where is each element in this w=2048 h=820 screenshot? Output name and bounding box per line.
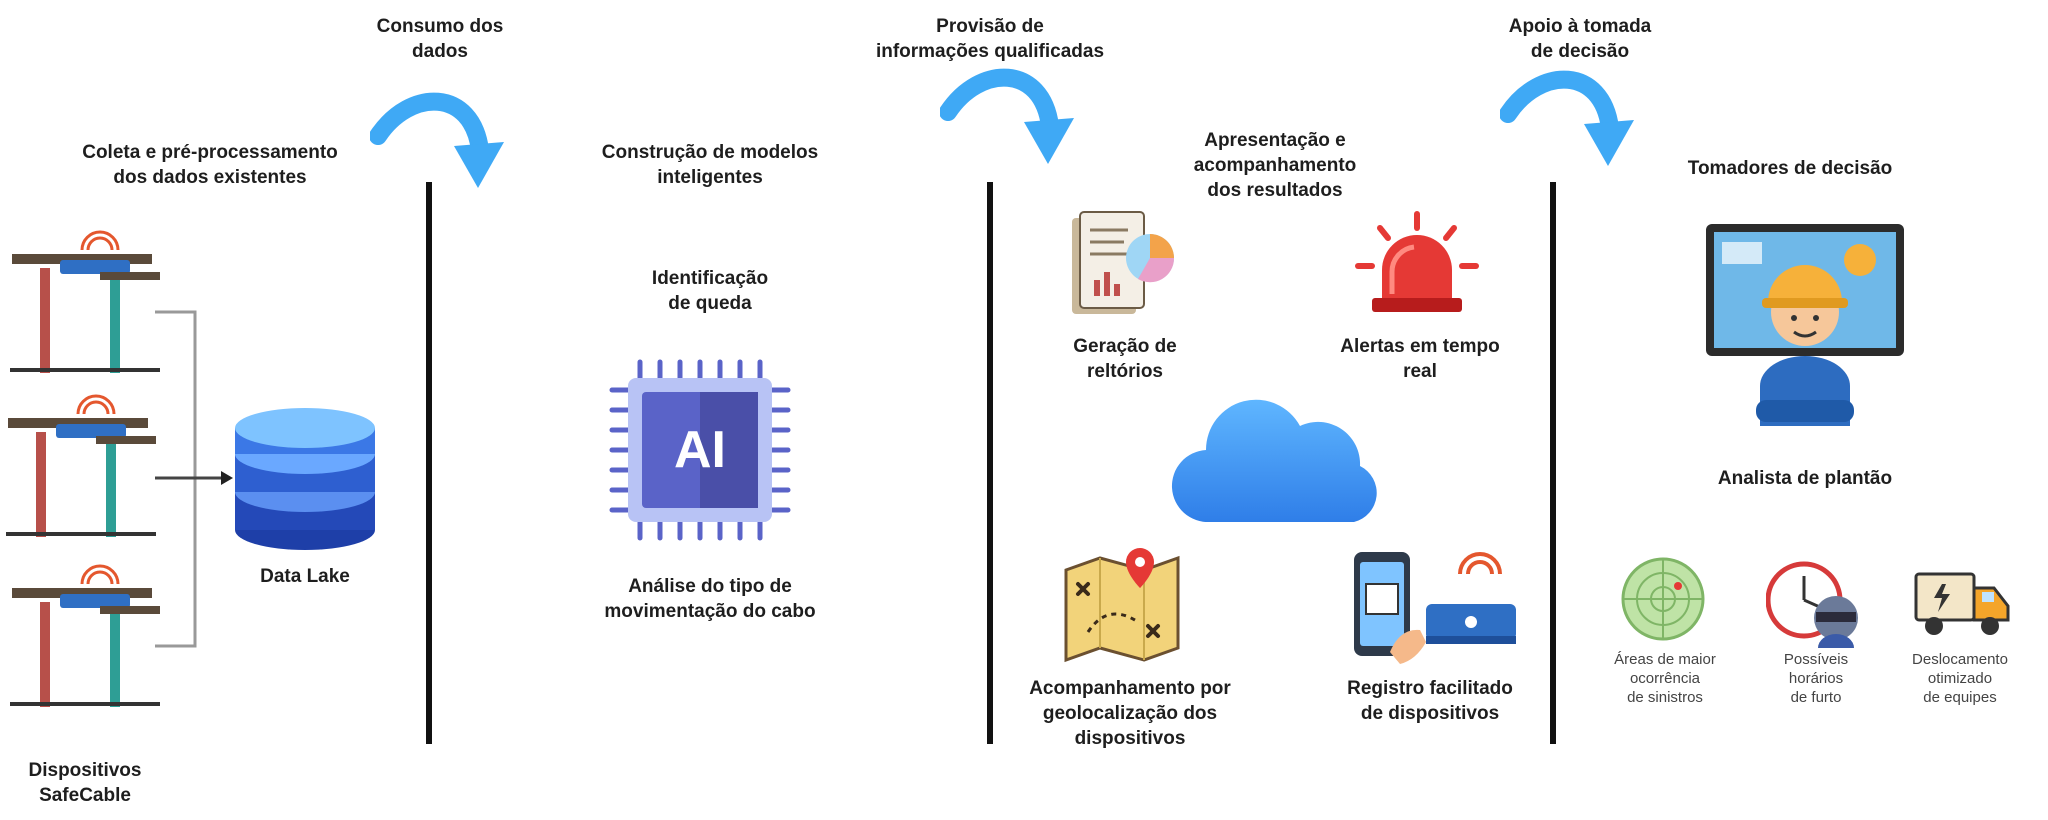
stage-collect-title-line-2: dos dados existentes (113, 167, 307, 188)
ai-chip-label: AI (674, 421, 726, 479)
stage-models-title-line-2: inteligentes (657, 167, 763, 188)
fall-detection-line-2: de queda (668, 293, 752, 314)
report-chart-icon (1068, 210, 1178, 320)
cable-motion-line-2: movimentação do cabo (604, 601, 816, 622)
transmission-tower-icon (10, 562, 160, 712)
reports-label-line-1: Geração de (1073, 336, 1177, 357)
stage-models-title: Construção de modelos inteligentes (560, 140, 860, 190)
divider-2 (987, 182, 993, 744)
stage-decision-title: Tomadores de decisão (1687, 158, 1893, 179)
device-register-label: Registro facilitado de dispositivos (1310, 676, 1550, 726)
geolocation-label-line-1: Acompanhamento por (1029, 678, 1231, 699)
database-icon (225, 400, 385, 560)
teams-label: Deslocamento otimizado de equipes (1890, 650, 2030, 707)
truck-icon (1912, 566, 2012, 642)
phone-device-icon (1350, 548, 1520, 668)
devices-label-line-1: Dispositivos (28, 760, 142, 781)
transition-provision-line-2: informações qualificadas (875, 41, 1105, 62)
thief-clock-icon (1766, 560, 1866, 650)
teams-label-line-3: de equipes (1923, 689, 1997, 706)
data-lake-label: Data Lake (260, 566, 350, 587)
alerts-label-line-1: Alertas em tempo (1340, 336, 1500, 357)
hours-label-line-3: de furto (1790, 689, 1842, 706)
transition-provision-line-1: Provisão de (936, 16, 1044, 37)
transition-provision-label: Provisão de informações qualificadas (855, 14, 1125, 64)
transition-consumption-label: Consumo dos dados (330, 14, 550, 64)
stage-presentation-title-line-3: dos resultados (1207, 180, 1343, 201)
areas-label-line-2: ocorrência (1629, 670, 1701, 687)
analyst-label: Analista de plantão (1717, 468, 1893, 489)
device-register-label-line-2: de dispositivos (1360, 703, 1500, 724)
stage-models-title-line-1: Construção de modelos (601, 142, 819, 163)
curved-arrow-icon (370, 92, 510, 197)
connector-bracket (155, 310, 235, 650)
alerts-label: Alertas em tempo real (1320, 334, 1520, 384)
geolocation-label-line-3: dispositivos (1074, 728, 1186, 749)
transition-support-label: Apoio à tomada de decisão (1460, 14, 1700, 64)
transition-consumption-line-1: Consumo dos (376, 16, 504, 37)
reports-label: Geração de reltórios (1040, 334, 1210, 384)
stage-collect-title: Coleta e pré-processamento dos dados exi… (40, 140, 380, 190)
divider-1 (426, 182, 432, 744)
areas-label-line-1: Áreas de maior (1614, 651, 1716, 668)
hours-label-line-1: Possíveis (1783, 651, 1849, 668)
map-pin-icon (1058, 540, 1188, 670)
stage-presentation-title-line-2: acompanhamento (1193, 155, 1357, 176)
alerts-label-line-2: real (1403, 361, 1437, 382)
analyst-worker-icon (1700, 220, 1910, 430)
areas-label-line-3: de sinistros (1627, 689, 1703, 706)
transmission-tower-icon (6, 392, 156, 542)
transition-consumption-line-2: dados (412, 41, 468, 62)
curved-arrow-icon (1500, 70, 1640, 175)
hours-label: Possíveis horários de furto (1756, 650, 1876, 707)
fall-detection-label: Identificação de queda (610, 266, 810, 316)
geolocation-label: Acompanhamento por geolocalização dos di… (1000, 676, 1260, 751)
device-register-label-line-1: Registro facilitado (1347, 678, 1513, 699)
cable-motion-label: Análise do tipo de movimentação do cabo (560, 574, 860, 624)
teams-label-line-1: Deslocamento (1912, 651, 2008, 668)
cable-motion-line-1: Análise do tipo de (628, 576, 792, 597)
siren-icon (1352, 210, 1482, 320)
fall-detection-line-1: Identificação (651, 268, 769, 289)
transition-support-line-2: de decisão (1530, 41, 1630, 62)
curved-arrow-icon (940, 68, 1080, 173)
transition-support-line-1: Apoio à tomada (1508, 16, 1652, 37)
reports-label-line-2: reltórios (1086, 361, 1164, 382)
teams-label-line-2: otimizado (1927, 670, 1993, 687)
stage-collect-title-line-1: Coleta e pré-processamento (82, 142, 338, 163)
areas-label: Áreas de maior ocorrência de sinistros (1590, 650, 1740, 707)
cloud-icon (1170, 392, 1380, 532)
stage-presentation-title-line-1: Apresentação e (1204, 130, 1346, 151)
ai-chip-icon: AI (600, 350, 800, 550)
geolocation-label-line-2: geolocalização dos (1042, 703, 1218, 724)
transmission-tower-icon (10, 228, 160, 378)
stage-presentation-title: Apresentação e acompanhamento dos result… (1170, 128, 1380, 203)
divider-3 (1550, 182, 1556, 744)
devices-label: Dispositivos SafeCable (0, 758, 170, 808)
radar-icon (1620, 556, 1706, 642)
devices-label-line-2: SafeCable (39, 785, 131, 806)
hours-label-line-2: horários (1788, 670, 1844, 687)
